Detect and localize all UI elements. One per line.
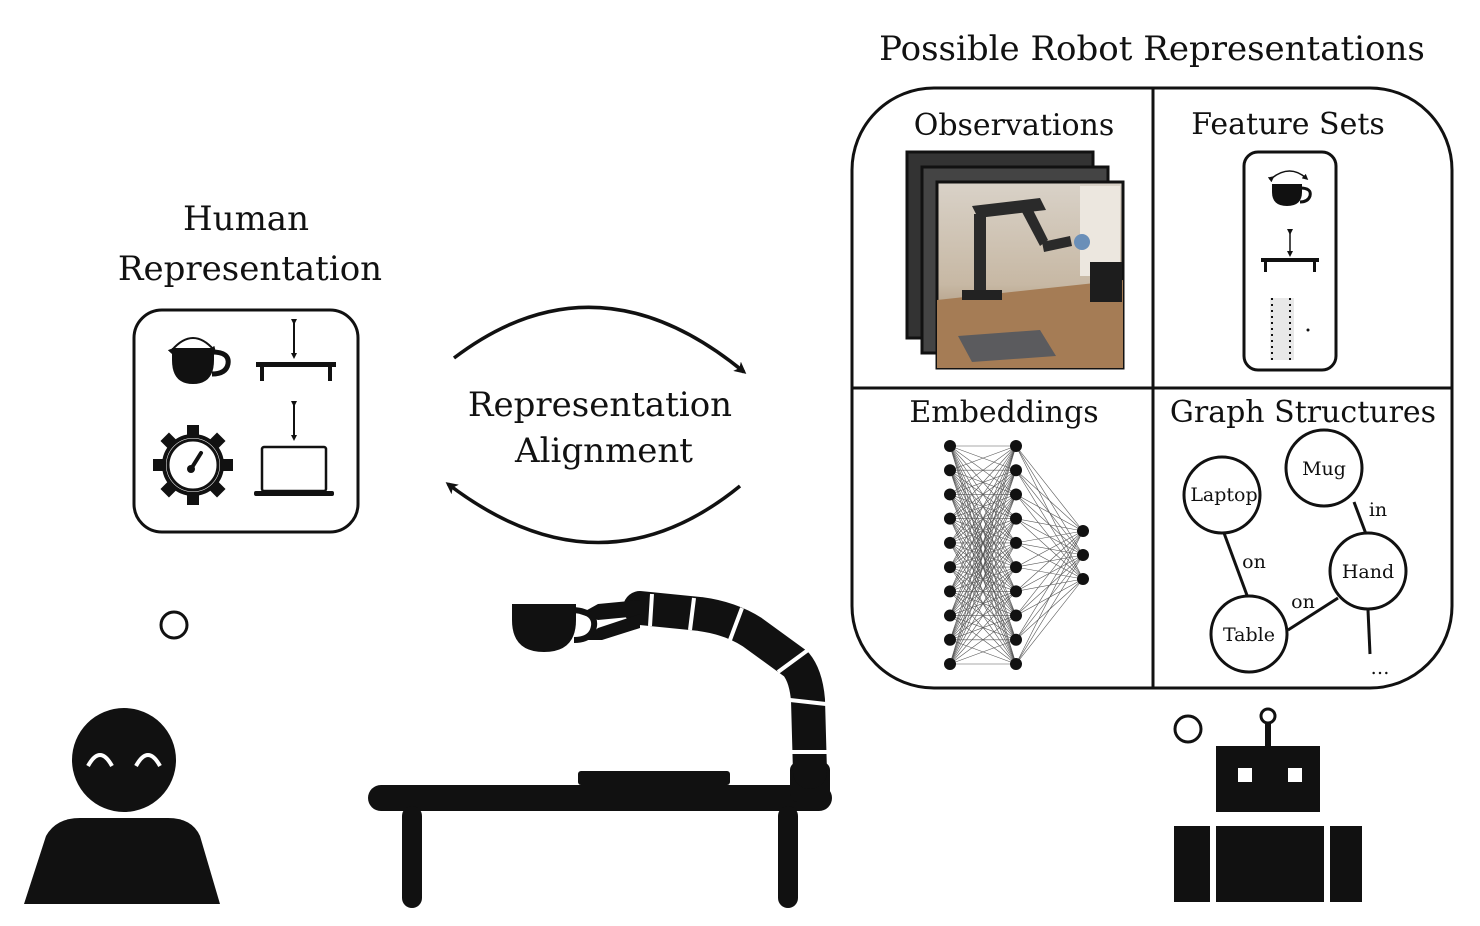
feature-pointcloud-icon: [1270, 298, 1310, 360]
embedding-neuron-layer-2: [1010, 488, 1022, 501]
mug-rotate-icon: [167, 337, 231, 384]
embedding-connection: [1015, 530, 1084, 665]
graph-node-hand-label: Hand: [1342, 561, 1394, 583]
embedding-neuron-layer-2: [1010, 512, 1022, 525]
embedding-connection: [949, 470, 1017, 665]
embedding-connection: [949, 445, 1017, 640]
feature-mug-icon: [1267, 170, 1312, 206]
embedding-connection: [1015, 530, 1084, 568]
embedding-connection: [949, 445, 1017, 616]
robot-thought-dot: [1173, 714, 1203, 744]
graph-node-table-label: Table: [1223, 624, 1275, 646]
embedding-neuron-layer-2: [1010, 609, 1022, 622]
embedding-connection: [1015, 518, 1084, 532]
graph-node-laptop: [1182, 455, 1262, 535]
observations-label: Observations: [914, 108, 1115, 143]
embedding-connection: [949, 445, 1017, 592]
embedding-neuron-layer-3: [1077, 525, 1089, 537]
alignment-label-line2: Alignment: [514, 431, 693, 471]
embedding-connection: [949, 445, 1017, 568]
embedding-neuron-layer-1: [944, 440, 956, 452]
embedding-neuron-layer-2: [1010, 440, 1022, 452]
embedding-neuron-layer-1: [944, 512, 956, 525]
embedding-neuron-layer-1: [944, 561, 956, 574]
embedding-neuron-layer-1: [944, 633, 956, 646]
graph-node-mug-label: Mug: [1302, 458, 1346, 480]
graph-structures-label: Graph Structures: [1170, 395, 1436, 430]
embedding-connection: [949, 445, 1017, 665]
embedding-neuron-layer-1: [944, 658, 956, 670]
table-height-icon: [256, 319, 336, 381]
embedding-neuron-layer-1: [944, 488, 956, 501]
scene-graph: Laptop Mug Hand Table on in on …: [1182, 428, 1408, 679]
embedding-neuron-layer-1: [944, 536, 956, 549]
graph-node-table: [1209, 594, 1289, 674]
embedding-connection: [1015, 494, 1084, 532]
alignment-arrows: [445, 305, 747, 545]
graph-edge-table-hand-label: on: [1291, 591, 1315, 613]
alignment-label-line1: Representation: [468, 385, 732, 425]
observation-image-stack: [905, 150, 1125, 370]
embedding-neuron-layer-1: [944, 464, 956, 477]
human-figure: [24, 708, 220, 904]
embedding-connection: [1015, 530, 1084, 616]
gear-gauge-icon: [153, 425, 233, 505]
embedding-neuron-layer-2: [1010, 585, 1022, 598]
feature-sets-label: Feature Sets: [1191, 107, 1385, 142]
embedding-neuron-layer-3: [1077, 549, 1089, 561]
embedding-connection: [949, 494, 1017, 665]
embedding-neuron-layer-1: [944, 585, 956, 598]
human-title-line2: Representation: [118, 249, 382, 289]
graph-node-mug: [1284, 428, 1364, 508]
laptop-height-icon: [254, 401, 334, 496]
embedding-connection: [949, 566, 1017, 665]
embedding-connection: [949, 639, 1017, 665]
robot-figure: [1174, 707, 1362, 902]
embedding-connection: [949, 445, 1017, 471]
embedding-neuron-layer-1: [944, 609, 956, 622]
embedding-connection: [949, 615, 1017, 665]
embedding-neuron-layer-2: [1010, 658, 1022, 670]
graph-continuation-ellipsis: …: [1371, 657, 1390, 679]
embedding-connection: [949, 542, 1017, 665]
embedding-neuron-layer-2: [1010, 536, 1022, 549]
feature-set-card: [1242, 150, 1338, 372]
embedding-connection: [1015, 445, 1084, 532]
robot-panel-title: Possible Robot Representations: [879, 29, 1425, 69]
embedding-connection: [1015, 578, 1084, 665]
embedding-connection: [949, 445, 1017, 519]
embedding-connection: [949, 591, 1017, 665]
human-thought-bubble: [132, 308, 360, 534]
embedding-neuron-layer-2: [1010, 633, 1022, 646]
embedding-connection: [949, 445, 1017, 544]
human-thought-dot: [159, 610, 189, 640]
graph-node-hand: [1328, 531, 1408, 611]
embedding-connection: [1015, 470, 1084, 532]
embedding-connection: [1015, 530, 1084, 544]
embedding-neuron-layer-2: [1010, 464, 1022, 477]
embedding-connection: [1015, 530, 1084, 640]
graph-edge-mug-hand-label: in: [1369, 499, 1387, 521]
embedding-connection: [949, 445, 1017, 495]
embedding-connection: [1015, 530, 1084, 592]
graph-node-laptop-label: Laptop: [1190, 484, 1257, 506]
embedding-network: [944, 440, 1089, 670]
embedding-neuron-layer-3: [1077, 573, 1089, 585]
embeddings-label: Embeddings: [909, 395, 1098, 430]
embedding-connection: [1015, 554, 1084, 665]
robot-arm-scene: [368, 591, 832, 908]
embedding-connection: [949, 518, 1017, 665]
feature-table-icon: [1261, 229, 1319, 272]
graph-edge-laptop-table-label: on: [1242, 551, 1266, 573]
human-title-line1: Human: [183, 199, 309, 239]
embedding-neuron-layer-2: [1010, 561, 1022, 574]
